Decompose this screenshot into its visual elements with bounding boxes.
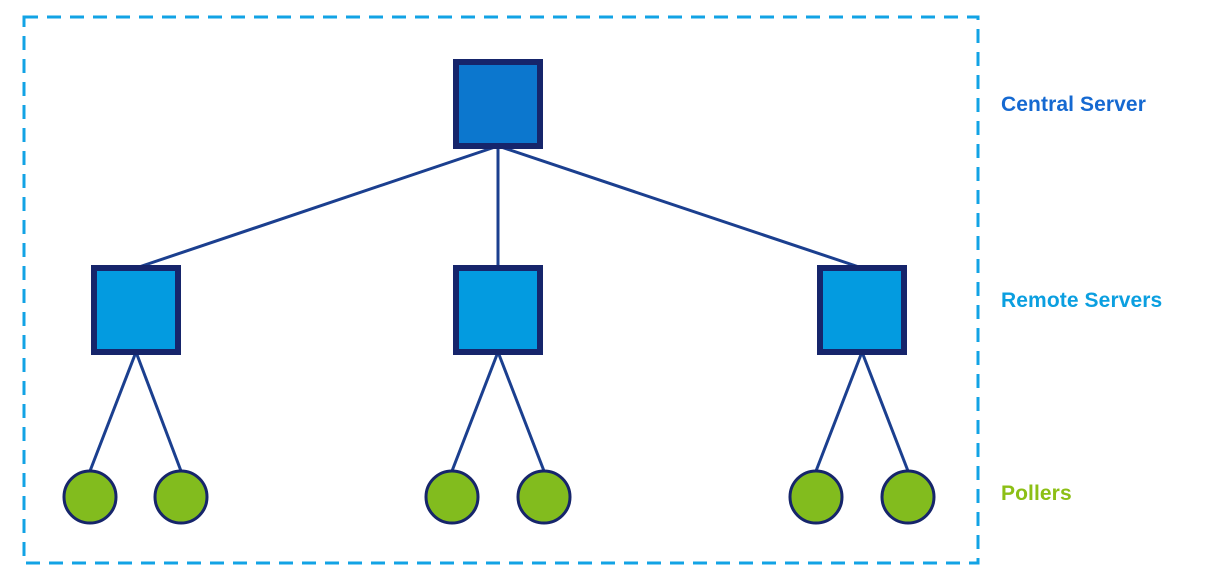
link-remote1-poller2 xyxy=(134,351,183,472)
link-remote3-poller6 xyxy=(860,351,910,472)
node-poller-5[interactable] xyxy=(788,469,844,525)
link-central-remote-1 xyxy=(135,144,499,270)
poller-circle[interactable] xyxy=(788,469,844,525)
node-poller-6[interactable] xyxy=(880,469,936,525)
tier-label-remote-servers: Remote Servers xyxy=(1001,289,1163,312)
poller-circle[interactable] xyxy=(516,469,572,525)
link-remote1-poller1 xyxy=(88,351,138,472)
node-poller-3[interactable] xyxy=(424,469,480,525)
remote-server-box[interactable] xyxy=(817,265,907,355)
poller-circle[interactable] xyxy=(62,469,118,525)
node-poller-1[interactable] xyxy=(62,469,118,525)
poller-circle[interactable] xyxy=(880,469,936,525)
node-poller-4[interactable] xyxy=(516,469,572,525)
poller-circle[interactable] xyxy=(424,469,480,525)
node-remote-server-1[interactable] xyxy=(91,265,181,355)
poller-circle[interactable] xyxy=(153,469,209,525)
node-central-server-1[interactable] xyxy=(453,59,543,149)
deployment-boundary xyxy=(22,15,980,565)
link-remote2-poller3 xyxy=(450,351,500,472)
link-central-remote-3 xyxy=(497,144,863,270)
link-remote3-poller5 xyxy=(814,351,864,472)
central-server-box[interactable] xyxy=(453,59,543,149)
tier-label-central-server: Central Server xyxy=(1001,93,1146,116)
link-remote2-poller4 xyxy=(496,351,546,472)
node-remote-server-3[interactable] xyxy=(817,265,907,355)
connector-group-remote-to-pollers xyxy=(88,351,910,472)
remote-server-box[interactable] xyxy=(453,265,543,355)
node-poller-2[interactable] xyxy=(153,469,209,525)
connector-group-central-to-remote xyxy=(135,144,863,270)
remote-server-box[interactable] xyxy=(91,265,181,355)
node-remote-server-2[interactable] xyxy=(453,265,543,355)
tier-label-pollers: Pollers xyxy=(1001,482,1072,505)
